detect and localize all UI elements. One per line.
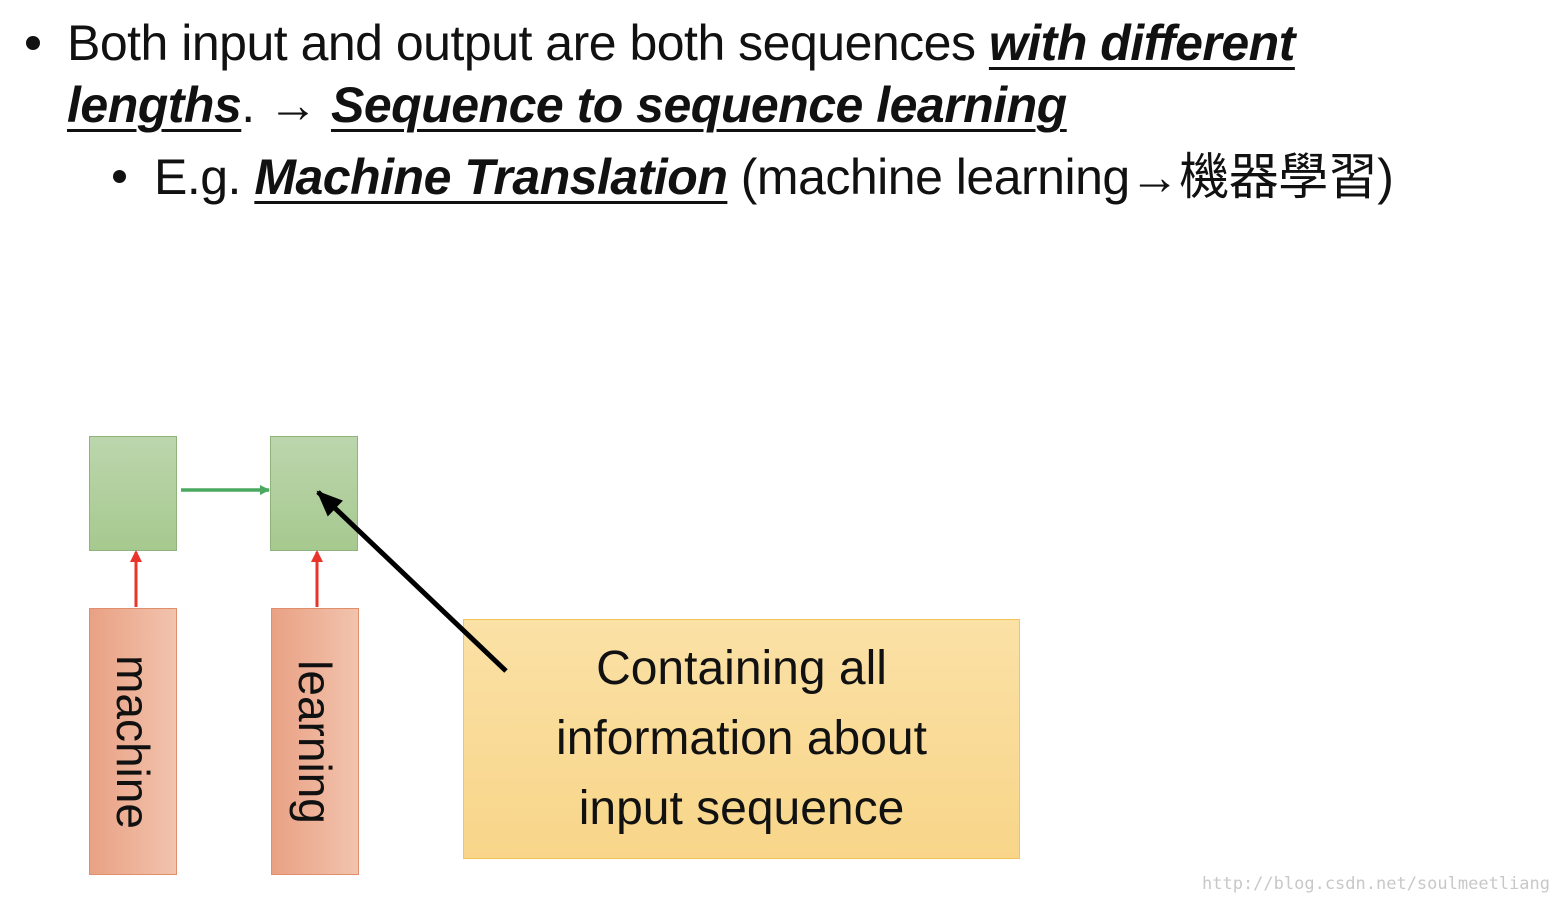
sub-bullet-prefix: E.g. xyxy=(154,149,255,205)
callout-line-3: input sequence xyxy=(578,782,905,835)
seq2seq-emphasis: Sequence to sequence learning xyxy=(330,77,1067,133)
sub-bullet-line: E.g. Machine Translation (machine learni… xyxy=(154,146,1394,208)
callout-line-1: Containing all xyxy=(596,642,887,695)
bullet-dot-sub xyxy=(113,170,126,183)
sub-bullet-text: (machine learning→機器學習) xyxy=(727,149,1394,205)
machine-translation-emphasis: Machine Translation xyxy=(254,149,728,205)
bullet-2-emphasis: lengths xyxy=(67,77,242,133)
watermark: http://blog.csdn.net/soulmeetliang xyxy=(1202,874,1550,894)
bullet-1-emphasis: with different xyxy=(988,15,1295,71)
rnn-cell-2 xyxy=(270,436,358,551)
bullet-2-text: . → xyxy=(241,77,331,133)
bullet-1-text: Both input and output are both sequences xyxy=(67,15,989,71)
input-word-box-1: machine xyxy=(89,608,177,875)
callout-text: Containing all information about input s… xyxy=(556,634,927,844)
bullet-dot-1 xyxy=(26,36,40,50)
callout-box: Containing all information about input s… xyxy=(463,619,1020,859)
bullet-line-1: Both input and output are both sequences… xyxy=(67,12,1295,74)
callout-pointer-arrow xyxy=(316,490,508,673)
bullet-line-2: lengths. → Sequence to sequence learning xyxy=(67,74,1067,136)
input-word-box-2: learning xyxy=(271,608,359,875)
callout-line-2: information about xyxy=(556,712,927,765)
rnn-cell-1 xyxy=(89,436,177,551)
